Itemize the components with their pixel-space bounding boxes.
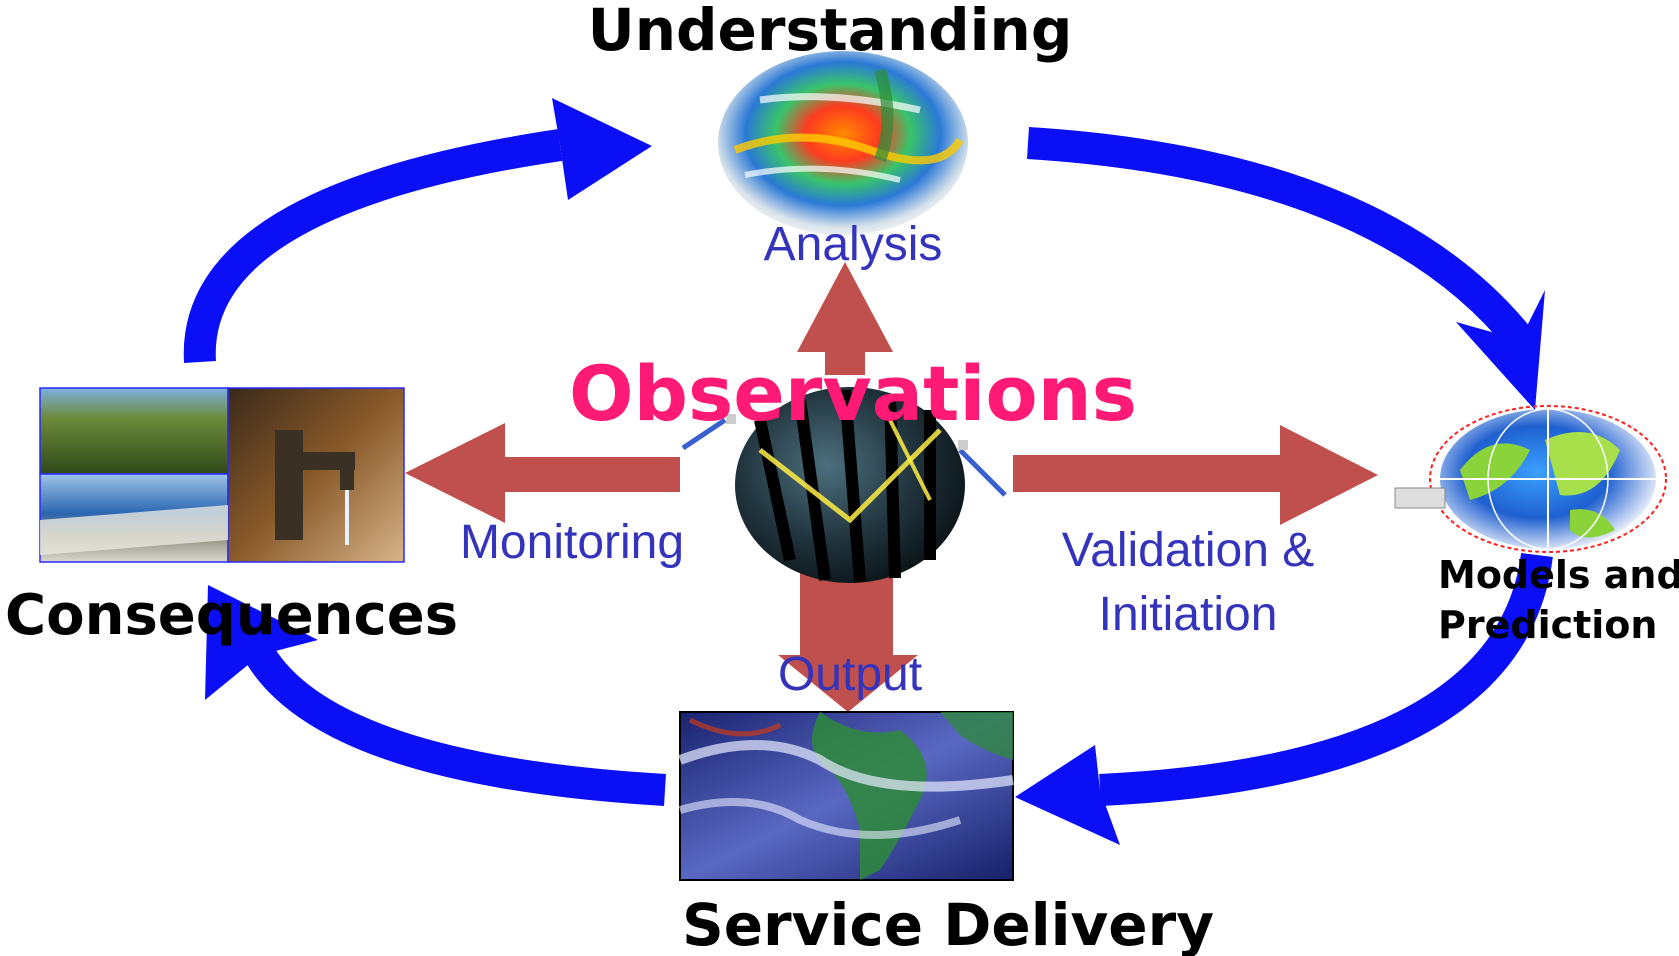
models-globe-image xyxy=(1394,405,1667,553)
understanding-globe-image xyxy=(718,51,968,235)
cycle-arrow-service-to-consequences xyxy=(246,646,666,806)
process-label-monitoring: Monitoring xyxy=(460,516,684,569)
node-label-models-line1: Models and xyxy=(1438,553,1679,597)
node-label-consequences: Consequences xyxy=(5,583,458,648)
process-label-analysis: Analysis xyxy=(764,218,943,271)
arrowhead-to-consequences xyxy=(205,585,318,700)
arrow-up-analysis xyxy=(797,262,893,375)
node-label-models-line2: Prediction xyxy=(1438,603,1657,647)
arrowhead-to-models xyxy=(1456,290,1545,410)
process-label-output: Output xyxy=(778,648,922,701)
node-label-service-delivery: Service Delivery xyxy=(682,891,1214,956)
cycle-arrow-models-to-service xyxy=(1099,552,1553,806)
node-label-understanding: Understanding xyxy=(588,0,1073,64)
cycle-arrows xyxy=(183,98,1553,845)
process-label-validation-line1: Validation & xyxy=(1062,524,1315,577)
center-title-observations: Observations xyxy=(569,349,1137,438)
arrowhead-to-service xyxy=(1015,745,1120,845)
center-arrows xyxy=(405,262,1378,712)
arrow-right-validation xyxy=(1013,425,1378,525)
service-delivery-map-image xyxy=(678,711,1014,881)
process-label-validation-line2: Initiation xyxy=(1099,588,1278,641)
cycle-arrow-consequences-to-understanding xyxy=(183,129,563,363)
observations-globe-image xyxy=(681,387,1007,583)
arrow-left-monitoring xyxy=(405,423,680,523)
cycle-arrow-understanding-to-models xyxy=(1026,127,1533,351)
consequences-collage-image xyxy=(39,387,405,563)
arrowhead-to-understanding xyxy=(552,98,652,200)
arrow-down-output xyxy=(778,573,918,712)
